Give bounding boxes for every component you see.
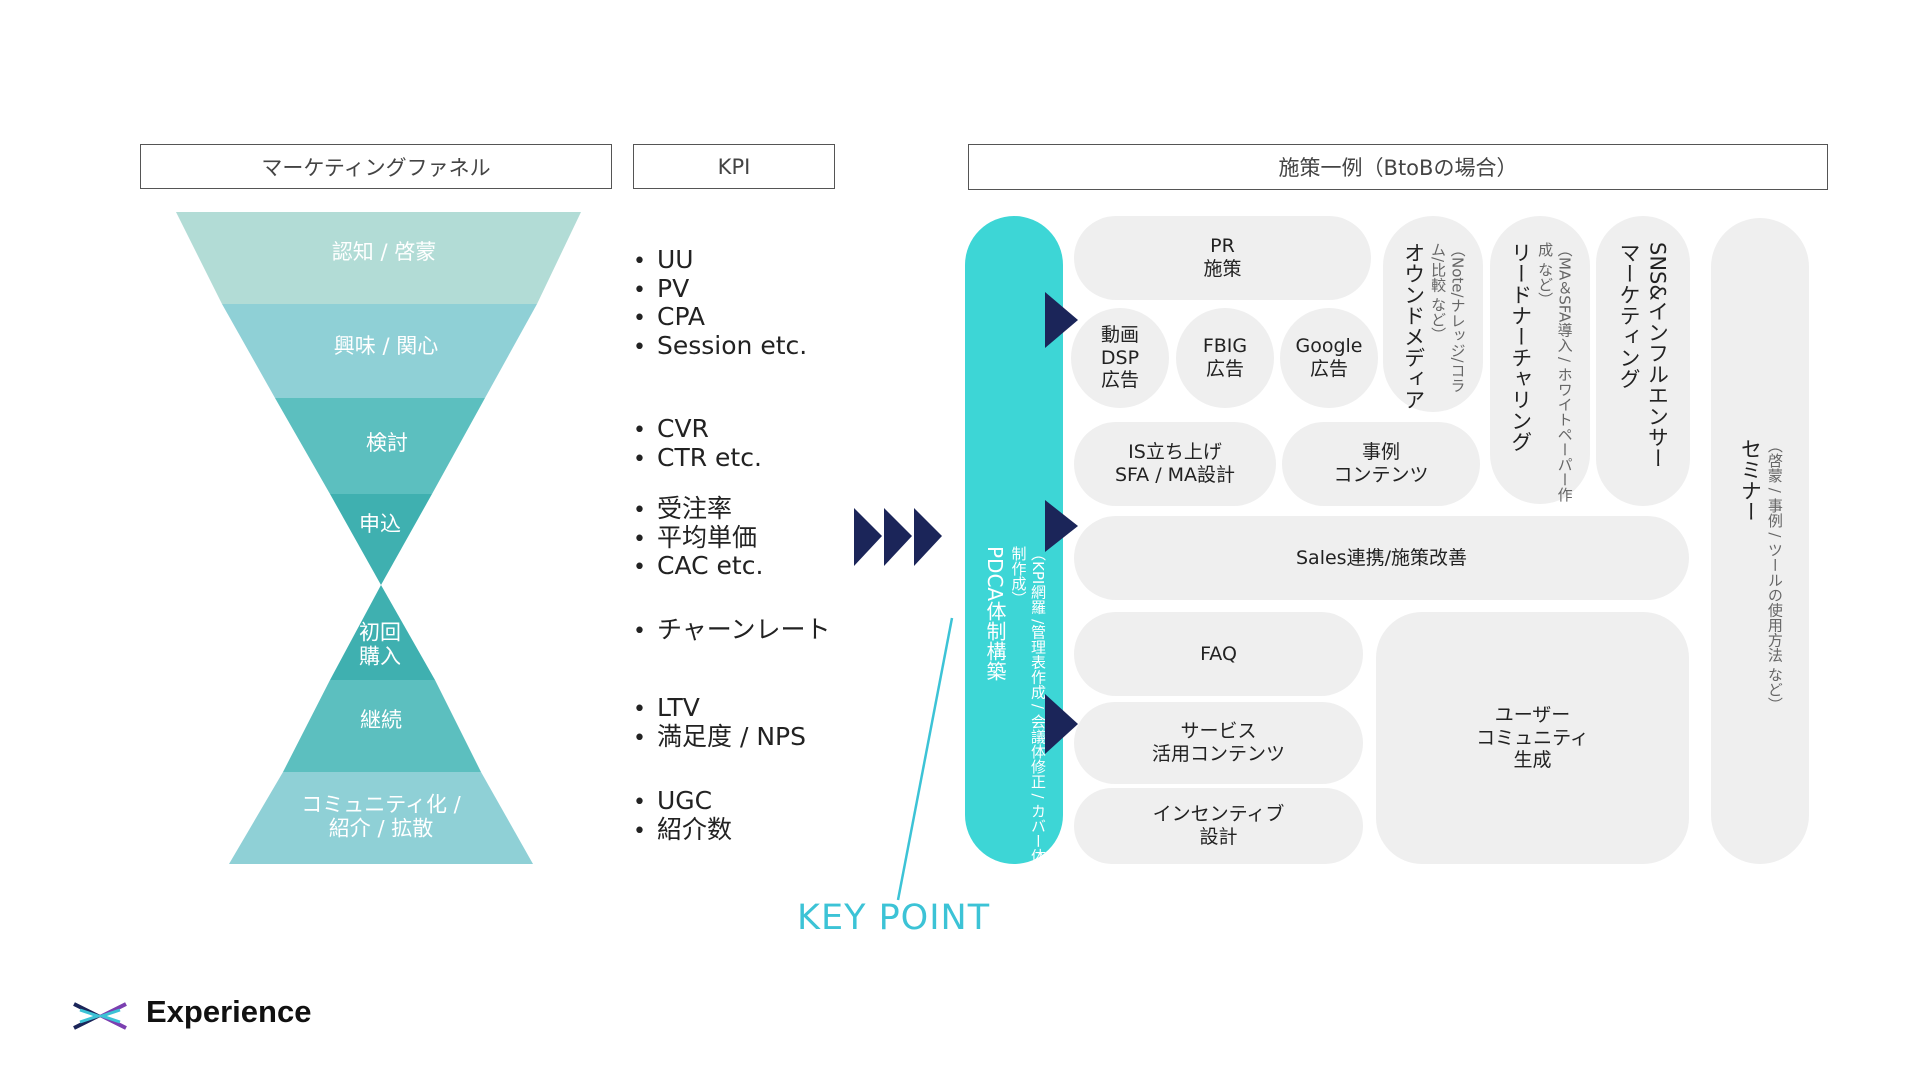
funnel-label-community: コミュニティ化 / 紹介 / 拡散 bbox=[301, 792, 461, 840]
sns-influencer-title: SNS&インフルエンサー マーケティング bbox=[1617, 242, 1670, 469]
measure-sns-influencer: SNS&インフルエンサー マーケティング bbox=[1596, 216, 1690, 506]
measure-video-dsp-ad: 動画 DSP 広告 bbox=[1071, 308, 1169, 408]
measure-sales-collab: Sales連携/施策改善 bbox=[1074, 516, 1689, 600]
funnel-label-application: 申込 bbox=[359, 512, 401, 537]
funnel-segment-consideration bbox=[275, 398, 485, 494]
kpi-item: UU bbox=[633, 245, 807, 275]
measure-faq: FAQ bbox=[1074, 612, 1363, 696]
seminar-title: セミナー bbox=[1738, 438, 1763, 522]
funnel-segment-first-purchase bbox=[330, 585, 435, 680]
funnel-segment-awareness bbox=[176, 212, 581, 304]
triangle-marker-icon bbox=[1045, 694, 1078, 754]
triangle-marker-icon bbox=[1045, 292, 1078, 348]
funnel-label-consideration: 検討 bbox=[366, 431, 408, 456]
funnel-header: マーケティングファネル bbox=[140, 144, 612, 189]
chevron-icon bbox=[854, 508, 882, 566]
measure-seminar: セミナー （啓蒙 / 事例 / ツールの使用方法 など） bbox=[1711, 218, 1809, 864]
kpi-item: LTV bbox=[633, 693, 806, 723]
keypoint-connector-line bbox=[896, 617, 954, 901]
seminar-sub: （啓蒙 / 事例 / ツールの使用方法 など） bbox=[1765, 438, 1784, 712]
funnel-label-continuation: 継続 bbox=[360, 708, 402, 733]
measure-incentive: インセンティブ 設計 bbox=[1074, 788, 1363, 864]
kpi-header: KPI bbox=[633, 144, 835, 189]
kpi-list-awareness: UU PV CPA Session etc. bbox=[633, 245, 807, 361]
measure-case-content: 事例 コンテンツ bbox=[1282, 422, 1480, 506]
triple-chevron-icon bbox=[854, 508, 942, 566]
logo-icon bbox=[73, 1002, 127, 1030]
measure-owned-media: オウンドメディア （Note/ナレッジ/コラム/比較 など） bbox=[1383, 216, 1483, 412]
kpi-list-consideration: CVR CTR etc. bbox=[633, 414, 762, 473]
kpi-item: PV bbox=[633, 274, 807, 304]
kpi-list-application: 受注率 平均単価 CAC etc. bbox=[633, 494, 763, 581]
kpi-item: UGC bbox=[633, 786, 732, 816]
kpi-item: CPA bbox=[633, 302, 807, 332]
measures-header: 施策一例（BtoBの場合） bbox=[968, 144, 1828, 190]
funnel-segment-application bbox=[330, 494, 432, 585]
kpi-list-community: UGC 紹介数 bbox=[633, 786, 732, 845]
measure-service-content: サービス 活用コンテンツ bbox=[1074, 702, 1363, 784]
measure-fbig-ad: FBIG 広告 bbox=[1176, 308, 1274, 408]
lead-nurturing-title: リードナーチャリング bbox=[1508, 242, 1533, 452]
measure-user-community: ユーザー コミュニティ 生成 bbox=[1376, 612, 1689, 864]
funnel-label-first-purchase: 初回 購入 bbox=[359, 620, 401, 668]
triangle-marker-icon bbox=[1045, 500, 1078, 552]
chevron-icon bbox=[884, 508, 912, 566]
measure-is-sfa: IS立ち上げ SFA / MA設計 bbox=[1074, 422, 1276, 506]
owned-media-title: オウンドメディア bbox=[1401, 242, 1426, 410]
owned-media-sub: （Note/ナレッジ/コラム/比較 など） bbox=[1429, 242, 1467, 393]
measure-google-ad: Google 広告 bbox=[1280, 308, 1378, 408]
keypoint-label: KEY POINT bbox=[797, 898, 991, 938]
chevron-icon bbox=[914, 508, 942, 566]
kpi-item: チャーンレート bbox=[633, 615, 831, 645]
lead-nurturing-sub: （MA＆SFA導入 / ホワイトペーパー作成 など） bbox=[1536, 242, 1574, 502]
logo-text: Experience bbox=[146, 994, 312, 1029]
kpi-item: 受注率 bbox=[633, 494, 763, 524]
kpi-item: Session etc. bbox=[633, 331, 807, 361]
measure-lead-nurturing: リードナーチャリング （MA＆SFA導入 / ホワイトペーパー作成 など） bbox=[1490, 216, 1590, 504]
kpi-list-continuation: LTV 満足度 / NPS bbox=[633, 693, 806, 752]
funnel-label-awareness: 認知 / 啓蒙 bbox=[331, 240, 437, 265]
funnel-segment-community bbox=[229, 772, 533, 864]
measure-pr: PR 施策 bbox=[1074, 216, 1371, 300]
pdca-subtitle: （KPI網羅 /管理表作成 / 会議体修正 / カバー体制作成） bbox=[1009, 546, 1048, 864]
kpi-item: 平均単価 bbox=[633, 523, 763, 553]
kpi-item: CVR bbox=[633, 414, 762, 444]
funnel-segment-interest bbox=[222, 304, 537, 398]
kpi-item: 満足度 / NPS bbox=[633, 722, 806, 752]
kpi-list-first-purchase: チャーンレート bbox=[633, 615, 831, 645]
funnel-label-interest: 興味 / 関心 bbox=[333, 334, 439, 359]
kpi-item: 紹介数 bbox=[633, 815, 732, 845]
kpi-item: CTR etc. bbox=[633, 443, 762, 473]
pdca-title: PDCA体制構築 bbox=[983, 546, 1007, 682]
funnel-segment-continuation bbox=[283, 680, 481, 772]
kpi-item: CAC etc. bbox=[633, 551, 763, 581]
